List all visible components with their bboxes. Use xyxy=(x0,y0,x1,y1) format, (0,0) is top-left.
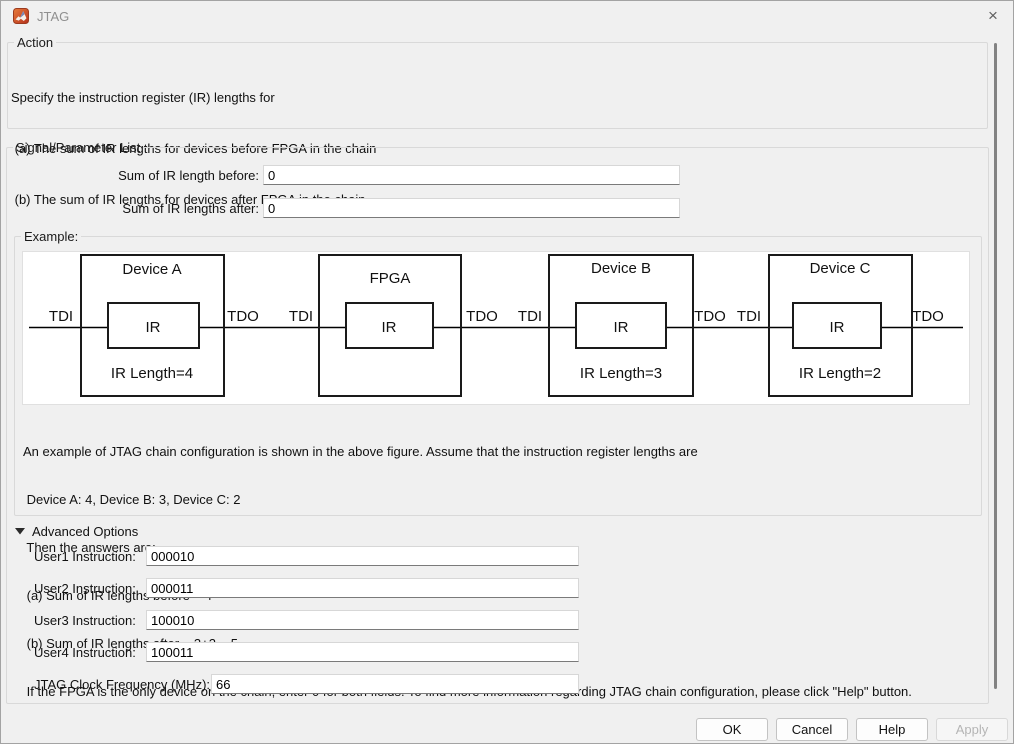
device-name: Device A xyxy=(122,261,181,278)
user4-row: User4 Instruction: xyxy=(34,641,579,663)
sum-before-input[interactable] xyxy=(263,165,680,185)
user4-instruction-label: User4 Instruction: xyxy=(34,644,136,660)
sum-before-row: Sum of IR length before: xyxy=(15,164,680,186)
sum-after-input[interactable] xyxy=(263,198,680,218)
tdi-label: TDI xyxy=(737,308,761,325)
tdo-label: TDO xyxy=(466,308,498,325)
dialog-button-row: OK Cancel Help Apply xyxy=(696,718,1008,741)
ir-label: IR xyxy=(614,319,629,336)
device-name: Device C xyxy=(810,260,871,277)
device-box xyxy=(548,254,694,397)
action-line: (a) The sum of IR lengths for devices be… xyxy=(11,141,377,156)
ir-label: IR xyxy=(830,319,845,336)
user2-instruction-label: User2 Instruction: xyxy=(34,580,136,596)
note-line: An example of JTAG chain configuration i… xyxy=(23,444,698,459)
ir-length-label: IR Length=4 xyxy=(111,365,193,382)
user3-instruction-label: User3 Instruction: xyxy=(34,612,136,628)
signal-parameter-legend: Signal/Parameter List xyxy=(16,140,141,155)
cancel-button[interactable]: Cancel xyxy=(776,718,848,741)
ir-length-label: IR Length=3 xyxy=(580,365,662,382)
apply-button[interactable]: Apply xyxy=(936,718,1008,741)
tdo-label: TDO xyxy=(227,308,259,325)
tdi-label: TDI xyxy=(518,308,542,325)
jtag-clock-frequency-input[interactable] xyxy=(211,674,579,694)
close-button[interactable]: × xyxy=(981,5,1005,27)
tdi-label: TDI xyxy=(49,308,73,325)
sum-after-row: Sum of IR lengths after: xyxy=(15,197,680,219)
signal-parameter-group: Signal/Parameter List xyxy=(6,140,989,704)
note-line: Then the answers are: xyxy=(23,540,156,555)
action-legend: Action xyxy=(17,35,54,50)
note-line: Device A: 4, Device B: 3, Device C: 2 xyxy=(23,492,241,507)
vertical-scrollbar[interactable] xyxy=(994,43,997,689)
example-group: Example: xyxy=(14,229,982,516)
ir-label: IR xyxy=(146,319,161,336)
device-name: Device B xyxy=(591,260,651,277)
sum-before-label: Sum of IR length before: xyxy=(118,167,259,183)
jtag-chain-diagram: Device A FPGA Device B Device C IR IR IR… xyxy=(22,251,970,405)
device-box xyxy=(768,254,913,397)
advanced-options-label: Advanced Options xyxy=(32,523,139,539)
jtag-clock-row: JTAG Clock Frequency (MHz): xyxy=(34,673,579,695)
user2-instruction-input[interactable] xyxy=(146,578,579,598)
ir-box xyxy=(575,302,667,349)
matlab-icon xyxy=(13,8,29,24)
window-title: JTAG xyxy=(37,9,70,24)
close-icon: × xyxy=(988,6,998,25)
titlebar: JTAG × xyxy=(1,1,1013,31)
sum-after-label: Sum of IR lengths after: xyxy=(122,200,259,216)
ir-label: IR xyxy=(382,319,397,336)
ir-box xyxy=(345,302,434,349)
user3-instruction-input[interactable] xyxy=(146,610,579,630)
device-box xyxy=(80,254,225,397)
user2-row: User2 Instruction: xyxy=(34,577,579,599)
tdo-label: TDO xyxy=(912,308,944,325)
action-group: Action xyxy=(7,35,988,129)
tdo-label: TDO xyxy=(694,308,726,325)
advanced-options-toggle[interactable]: Advanced Options xyxy=(15,523,138,539)
ir-box xyxy=(107,302,200,349)
user1-row: User1 Instruction: xyxy=(34,545,579,567)
action-line: Specify the instruction register (IR) le… xyxy=(11,90,275,105)
ir-length-label: IR Length=2 xyxy=(799,365,881,382)
user1-instruction-label: User1 Instruction: xyxy=(34,548,136,564)
tdi-label: TDI xyxy=(289,308,313,325)
example-legend: Example: xyxy=(24,229,79,244)
user1-instruction-input[interactable] xyxy=(146,546,579,566)
chevron-down-icon xyxy=(15,527,25,535)
ok-button[interactable]: OK xyxy=(696,718,768,741)
device-box xyxy=(318,254,462,397)
user3-row: User3 Instruction: xyxy=(34,609,579,631)
ir-box xyxy=(792,302,882,349)
user4-instruction-input[interactable] xyxy=(146,642,579,662)
jtag-clock-frequency-label: JTAG Clock Frequency (MHz): xyxy=(34,676,211,692)
device-name: FPGA xyxy=(370,270,411,287)
help-button[interactable]: Help xyxy=(856,718,928,741)
